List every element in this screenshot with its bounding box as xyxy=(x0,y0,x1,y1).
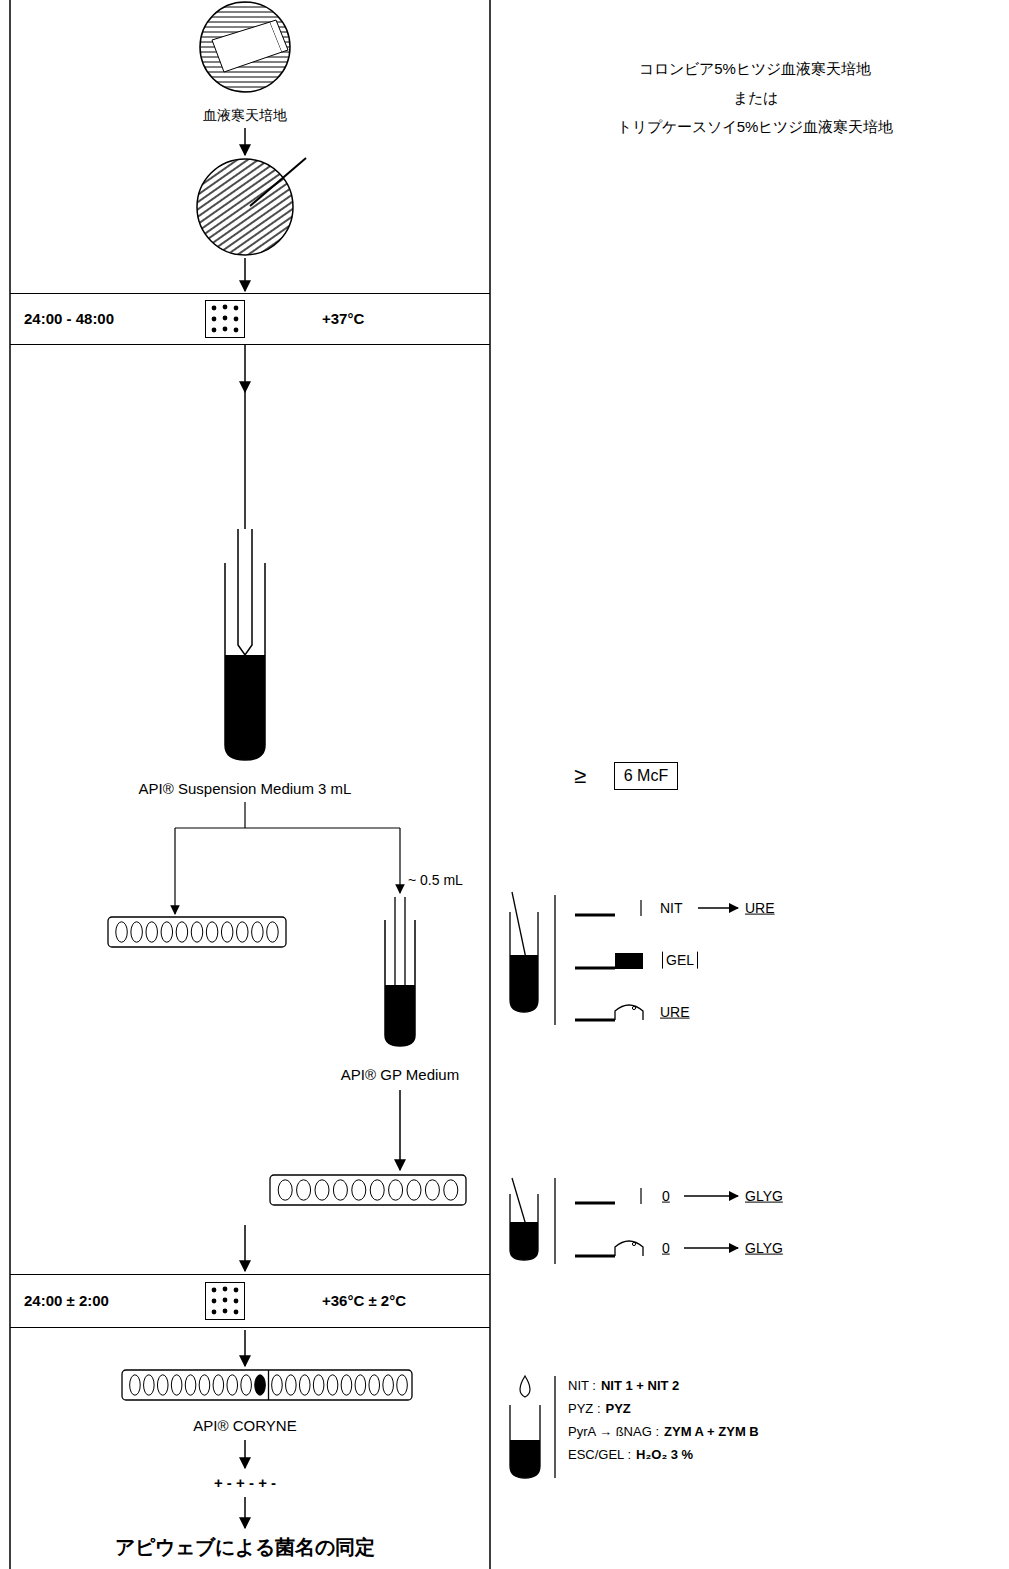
incubator-icon xyxy=(206,301,245,338)
incubation-time: 24:00 - 48:00 xyxy=(24,310,114,328)
frame-line xyxy=(489,0,491,1569)
medium-name: トリプケースソイ5%ヒツジ血液寒天培地 xyxy=(617,118,894,136)
incubation-temperature: +37°C xyxy=(322,310,364,328)
frame-line xyxy=(9,0,11,1569)
suspension-tube xyxy=(225,529,265,760)
incubation-time: 24:00 ± 2:00 xyxy=(24,1292,109,1310)
test-name: GEL xyxy=(662,952,698,969)
incubation-band: 24:00 ± 2:00 +36°C ± 2°C xyxy=(10,1274,490,1328)
test-name: 0 xyxy=(662,1188,670,1205)
agar-plate xyxy=(200,2,290,92)
test-name: ESC/GEL : xyxy=(568,1447,631,1463)
cupule-symbol xyxy=(575,1188,643,1256)
medium-name: 血液寒天培地 xyxy=(203,107,287,124)
incubation-band: 24:00 - 48:00 +37°C xyxy=(10,293,490,345)
test-name: NIT : xyxy=(568,1378,596,1394)
reagent-name: NIT 1 + NIT 2 xyxy=(601,1378,679,1394)
medium-name: API® GP Medium xyxy=(341,1066,459,1084)
volume-label: ~ 0.5 mL xyxy=(408,872,463,889)
comparison-sign: ≥ xyxy=(574,763,586,789)
medium-name: コロンビア5%ヒツジ血液寒天培地 xyxy=(639,60,871,78)
density-value: 6 McF xyxy=(624,766,668,785)
final-step: アピウェブによる菌名の同定 xyxy=(115,1535,375,1559)
incubation-temperature: +36°C ± 2°C xyxy=(322,1292,406,1310)
result-pattern: + - + - + - xyxy=(214,1474,276,1492)
reagent-dropper-icon xyxy=(510,1376,555,1478)
test-name: PyrA → ßNAG : xyxy=(568,1424,659,1440)
tube-icon xyxy=(510,892,555,1025)
cupule-symbol xyxy=(575,900,643,1020)
reagent-name: H₂O₂ 3 % xyxy=(636,1447,693,1463)
reagent-name: PYZ xyxy=(606,1401,631,1417)
tube-icon xyxy=(510,1178,555,1264)
test-name: PYZ : xyxy=(568,1401,601,1417)
strip-name: API® CORYNE xyxy=(193,1417,296,1435)
test-name: GLYG xyxy=(745,1188,783,1205)
streaked-plate xyxy=(197,158,306,255)
gp-medium-tube xyxy=(385,897,415,1046)
test-name: URE xyxy=(660,1004,690,1021)
test-name: NIT xyxy=(660,900,683,917)
density-box: 6 McF xyxy=(614,762,678,789)
test-name: URE xyxy=(745,900,775,917)
incubator-icon xyxy=(206,1283,245,1320)
test-name: 0 xyxy=(662,1240,670,1257)
reagent-name: ZYM A + ZYM B xyxy=(664,1424,759,1440)
medium-name: API® Suspension Medium 3 mL xyxy=(139,780,352,798)
note: または xyxy=(733,89,778,107)
test-name: GLYG xyxy=(745,1240,783,1257)
